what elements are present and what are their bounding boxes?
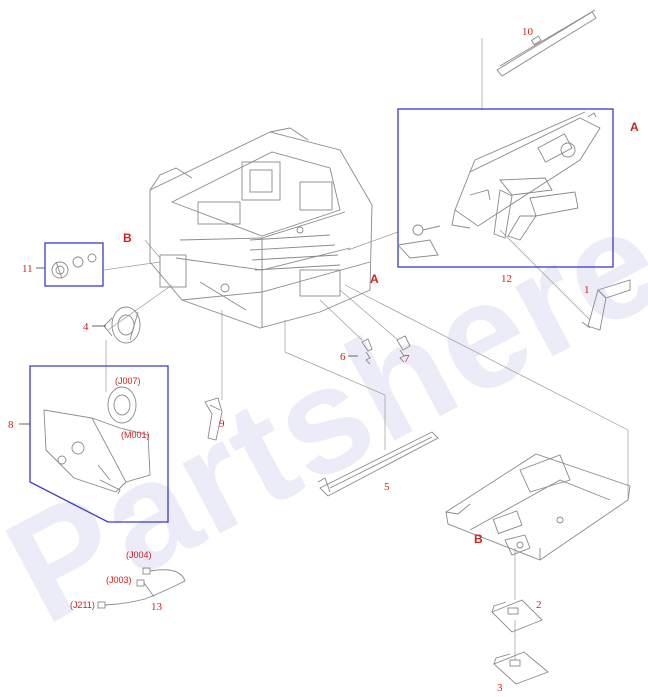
callout-5: 5 (384, 481, 390, 493)
part-6-spring (361, 338, 373, 365)
part-11-gear-set (51, 253, 97, 279)
assembly-box-11 (44, 242, 104, 287)
leader-lines (103, 38, 629, 660)
part-5-rail (317, 431, 439, 497)
reference-letters: A A B B (123, 120, 639, 546)
callout-8: 8 (8, 419, 14, 431)
connector-j211: (J211) (70, 600, 95, 610)
part-8-drive-assembly (43, 386, 151, 495)
part-10-rail (496, 9, 597, 77)
connector-j003: (J003) (106, 575, 132, 585)
lower-tray-assembly (445, 453, 631, 561)
ref-letter-a-center: A (370, 272, 379, 286)
callout-ticks (19, 267, 358, 425)
assembly-box-12 (397, 108, 614, 268)
callout-13: 13 (151, 601, 163, 613)
callout-3: 3 (497, 682, 503, 694)
main-chassis-assembly (149, 127, 373, 329)
part-4-motor (103, 306, 141, 344)
callout-10: 10 (522, 26, 534, 38)
callout-4: 4 (83, 321, 89, 333)
connector-labels: (J007) (M001) (J004) (J003) (J211) (70, 376, 152, 610)
part-1-bracket (581, 279, 631, 331)
connector-m001: (M001) (121, 430, 150, 440)
connector-j004: (J004) (126, 550, 152, 560)
part-3-bracket (493, 651, 549, 685)
part-13-cable (97, 567, 186, 609)
callout-2: 2 (536, 599, 542, 611)
part-12-bracket-assembly (397, 111, 601, 259)
part-9-bracket (204, 397, 223, 441)
callout-labels: 10 12 1 11 4 8 9 6 7 5 2 3 13 (8, 26, 590, 694)
callout-7: 7 (404, 353, 410, 365)
callout-12: 12 (501, 273, 512, 285)
ref-letter-b-left: B (123, 231, 132, 245)
callout-1: 1 (584, 284, 590, 296)
ref-letter-b-bottom: B (474, 532, 483, 546)
callout-11: 11 (22, 263, 33, 275)
connector-j007: (J007) (115, 376, 141, 386)
assembly-box-8 (29, 365, 169, 523)
callout-9: 9 (219, 418, 225, 430)
part-2-bracket (491, 599, 543, 633)
part-7-spring (396, 335, 411, 363)
callout-6: 6 (340, 351, 346, 363)
ref-letter-a-right: A (630, 120, 639, 134)
